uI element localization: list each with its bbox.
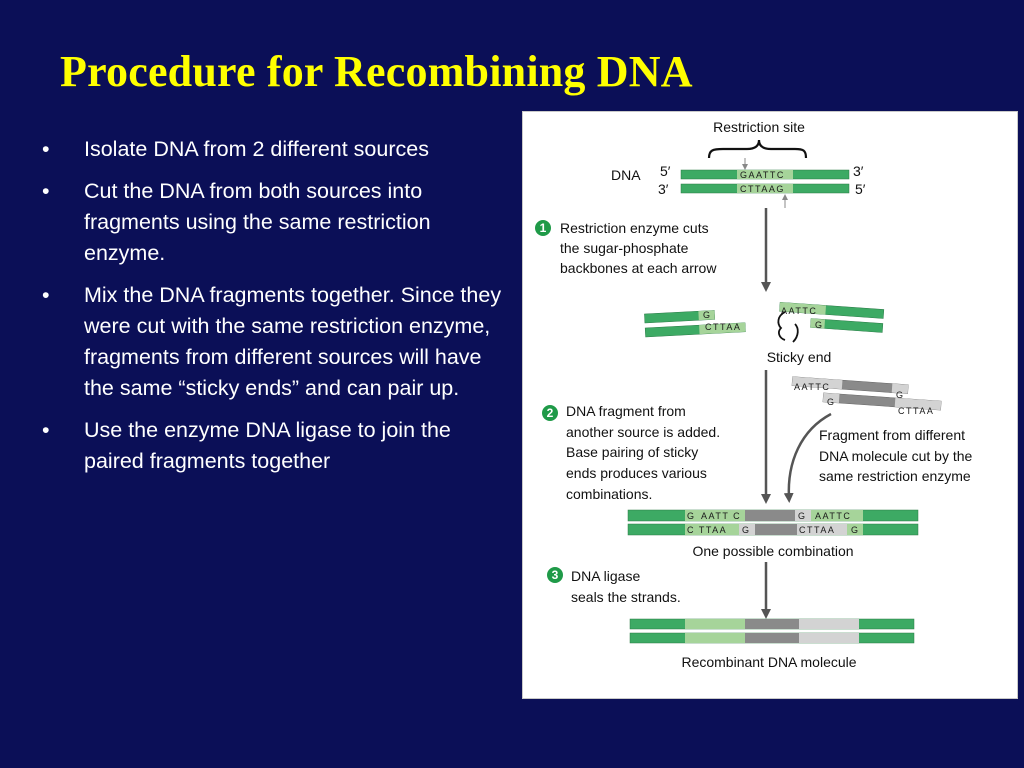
right-fragment <box>779 302 885 333</box>
label-3-prime-top: 3′ <box>853 163 864 179</box>
step2-line3: Base pairing of sticky <box>566 444 698 460</box>
combo-bottom-seq-4: G <box>851 525 860 535</box>
left-fragment <box>644 310 746 338</box>
step1-line3: backbones at each arrow <box>560 260 717 276</box>
right-fragment-bottom-seq: G <box>815 320 824 330</box>
diagram-panel: Restriction site DNA 5′ 3′ 3′ 5′ GAATTC … <box>522 111 1018 699</box>
step2-badge <box>542 405 558 421</box>
restriction-site-brace <box>707 139 808 159</box>
dna-label: DNA <box>611 167 641 183</box>
bullet-item: • Cut the DNA from both sources into frag… <box>42 176 512 269</box>
step3-line2: seals the strands. <box>571 589 681 605</box>
sequence-box-bottom <box>737 184 793 193</box>
recombinant-label: Recombinant DNA molecule <box>681 654 856 670</box>
sequence-top: GAATTC <box>740 170 785 180</box>
step2-line2: another source is added. <box>566 424 720 440</box>
label-5-prime-top: 5′ <box>660 163 671 179</box>
sticky-end-label: Sticky end <box>767 349 832 365</box>
combo-top-seq-1: G <box>687 511 696 521</box>
bullet-text: Use the enzyme DNA ligase to join the pa… <box>84 418 451 473</box>
foreign-top-right-seq: G <box>896 390 905 400</box>
step2-number: 2 <box>547 406 554 420</box>
bullet-text: Isolate DNA from 2 different sources <box>84 137 429 161</box>
restriction-site-label: Restriction site <box>713 119 805 135</box>
step1-badge <box>535 220 551 236</box>
step3-number: 3 <box>552 568 559 582</box>
combo-bottom-seq-3: CTTAA <box>799 525 835 535</box>
combination-label: One possible combination <box>692 543 853 559</box>
bullet-item: • Mix the DNA fragments together. Since t… <box>42 280 512 404</box>
bullet-item: • Use the enzyme DNA ligase to join the p… <box>42 415 512 477</box>
combination-molecule <box>627 509 919 536</box>
step2-line5: combinations. <box>566 486 652 502</box>
step1-line2: the sugar-phosphate <box>560 240 689 256</box>
fragment-note-line2: DNA molecule cut by the <box>819 448 973 464</box>
bullet-text: Cut the DNA from both sources into fragm… <box>84 179 431 265</box>
combo-top-seq-2: AATT C <box>701 511 741 521</box>
fragment-note-line1: Fragment from different <box>819 427 965 443</box>
bullet-dot: • <box>42 179 50 203</box>
foreign-bottom-right-seq: CTTAA <box>898 406 934 416</box>
bullet-item: • Isolate DNA from 2 different sources <box>42 134 512 165</box>
slide-title: Procedure for Recombining DNA <box>60 47 693 96</box>
foreign-bottom-left-seq: G <box>827 397 836 407</box>
right-fragment-top-seq: AATTC <box>781 306 817 316</box>
bullet-dot: • <box>42 137 50 161</box>
bullet-list: • Isolate DNA from 2 different sources • C… <box>42 134 512 488</box>
foreign-fragment-arrow <box>783 412 832 503</box>
bullet-dot: • <box>42 283 50 307</box>
recombinant-dna-diagram: Restriction site DNA 5′ 3′ 3′ 5′ GAATTC … <box>535 119 973 670</box>
left-fragment-bottom-seq: CTTAA <box>705 322 741 332</box>
foreign-top-left-seq: AATTC <box>794 382 830 392</box>
combo-bottom-seq-2: G <box>742 525 751 535</box>
step1-line1: Restriction enzyme cuts <box>560 220 709 236</box>
step2-line4: ends produces various <box>566 465 707 481</box>
sticky-end-bracket <box>777 311 786 341</box>
recombinant-molecule <box>629 618 915 644</box>
sticky-end-bracket-2 <box>792 323 799 343</box>
sequence-bottom: CTTAAG <box>740 184 785 194</box>
left-fragment-top-seq: G <box>703 310 712 320</box>
foreign-fragment <box>791 376 942 411</box>
step3-line1: DNA ligase <box>571 568 640 584</box>
fragment-note-line3: same restriction enzyme <box>819 468 971 484</box>
label-5-prime-bottom: 5′ <box>855 181 866 197</box>
bullet-dot: • <box>42 418 50 442</box>
bullet-text: Mix the DNA fragments together. Since th… <box>84 283 502 400</box>
step1-number: 1 <box>540 221 547 235</box>
step2-line1: DNA fragment from <box>566 403 686 419</box>
label-3-prime-bottom: 3′ <box>658 181 669 197</box>
combo-top-seq-3: G <box>798 511 807 521</box>
combo-top-seq-4: AATTC <box>815 511 851 521</box>
sequence-box-top <box>737 170 793 179</box>
combo-bottom-seq-1: C TTAA <box>687 525 727 535</box>
step3-badge <box>547 567 563 583</box>
